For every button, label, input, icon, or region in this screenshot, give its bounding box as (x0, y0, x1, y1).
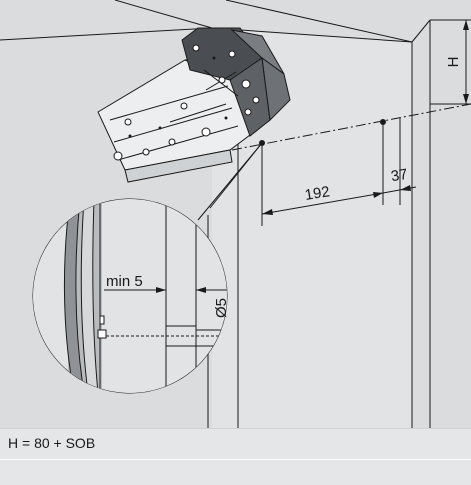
detail-leader-lines (197, 142, 263, 221)
installation-drawing: H 192 37 (0, 0, 471, 428)
hole-diameter-label: Ø5 (213, 298, 230, 318)
caption-bar: H = 80 + SOB (0, 428, 471, 459)
offset-label: 37 (390, 166, 409, 185)
height-formula: H = 80 + SOB (8, 435, 96, 451)
detail-circle: min 5 Ø5 (32, 198, 230, 394)
min-distance-label: min 5 (106, 273, 143, 290)
spacing-label: 192 (304, 183, 331, 204)
mounting-hole-right (380, 119, 386, 125)
height-label: H (445, 57, 462, 68)
cabinet-side-wall (212, 28, 412, 428)
hole-center-line (231, 103, 471, 151)
dimension-height (430, 19, 471, 105)
lift-mechanism (97, 27, 291, 183)
dimension-spacing (261, 118, 417, 226)
footer-bar (0, 459, 471, 485)
